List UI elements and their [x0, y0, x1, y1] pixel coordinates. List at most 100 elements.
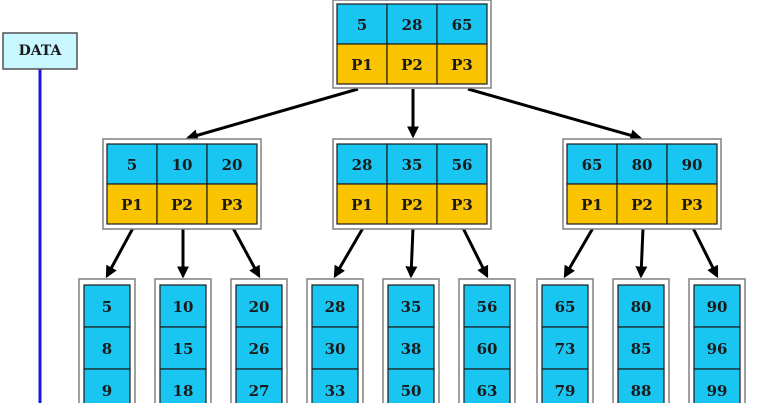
leaf-key-cell	[387, 326, 435, 370]
leaf-key-cell	[463, 326, 511, 370]
leaf-key-cell	[541, 284, 589, 328]
leaf-key-value: 38	[401, 340, 422, 358]
leaf-key-value: 27	[249, 382, 270, 400]
leaf-key-cell	[235, 368, 283, 403]
leaf-key-value: 18	[173, 382, 194, 400]
pointer-arrow	[185, 87, 359, 142]
leaf-key-cell	[617, 368, 665, 403]
key-cell	[566, 143, 618, 185]
key-value: 90	[682, 156, 703, 174]
pointer-cell	[436, 183, 488, 225]
pointer-cell	[666, 183, 718, 225]
pointer-arrow	[333, 227, 365, 279]
leaf-key-value: 35	[401, 298, 422, 316]
leaf-key-value: 20	[249, 298, 270, 316]
pointer-label: P2	[171, 196, 193, 214]
leaf-key-cell	[387, 368, 435, 403]
leaf-key-value: 5	[102, 298, 112, 316]
leaf-key-cell	[159, 326, 207, 370]
pointer-label: P2	[401, 196, 423, 214]
key-value: 28	[352, 156, 373, 174]
data-box	[2, 32, 78, 70]
data-label: DATA	[19, 43, 63, 59]
key-value: 65	[582, 156, 603, 174]
leaf-key-value: 96	[707, 340, 728, 358]
pointer-cell	[436, 43, 488, 85]
pointer-label: P1	[351, 196, 373, 214]
edges-layer	[105, 87, 719, 279]
leaf-key-cell	[463, 368, 511, 403]
leaf-key-cell	[693, 368, 741, 403]
data-marker: DATA	[2, 32, 78, 403]
key-cell	[206, 143, 258, 185]
leaf-key-value: 56	[477, 298, 498, 316]
key-value: 80	[632, 156, 653, 174]
key-value: 5	[357, 16, 367, 34]
key-cell	[666, 143, 718, 185]
pointer-cell	[336, 43, 388, 85]
pointer-arrow	[563, 227, 595, 279]
leaf-node-6: 56 60 63	[458, 278, 516, 403]
leaf-key-value: 10	[173, 298, 194, 316]
pointer-arrow	[635, 227, 648, 279]
leaf-key-value: 99	[707, 382, 728, 400]
leaf-key-cell	[235, 326, 283, 370]
leaf-key-value: 90	[707, 298, 728, 316]
key-value: 20	[222, 156, 243, 174]
leaf-key-value: 85	[631, 340, 652, 358]
pointer-label: P1	[581, 196, 603, 214]
leaf-key-value: 63	[477, 382, 498, 400]
pointer-cell	[206, 183, 258, 225]
leaf-key-value: 65	[555, 298, 576, 316]
pointer-arrow	[105, 227, 135, 279]
leaf-key-cell	[541, 326, 589, 370]
leaf-key-cell	[159, 284, 207, 328]
pointer-arrow	[231, 227, 261, 279]
leaf-key-value: 8	[102, 340, 112, 358]
pointer-cell	[386, 183, 438, 225]
pointer-arrow	[467, 87, 643, 142]
key-cell	[156, 143, 208, 185]
pointer-label: P3	[451, 56, 473, 74]
leaf-key-value: 50	[401, 382, 422, 400]
key-cell	[336, 143, 388, 185]
pointer-label: P1	[121, 196, 143, 214]
pointer-arrow	[691, 227, 719, 279]
pointer-label: P2	[401, 56, 423, 74]
pointer-label: P3	[681, 196, 703, 214]
leaf-key-cell	[159, 368, 207, 403]
key-value: 5	[127, 156, 137, 174]
leaf-key-value: 88	[631, 382, 652, 400]
key-cell	[436, 3, 488, 45]
leaf-key-cell	[387, 284, 435, 328]
leaf-key-cell	[617, 326, 665, 370]
leaf-key-value: 28	[325, 298, 346, 316]
key-value: 10	[172, 156, 193, 174]
leaf-key-cell	[83, 326, 131, 370]
leaf-key-value: 60	[477, 340, 498, 358]
leaf-node-9: 90 96 99	[688, 278, 746, 403]
key-value: 28	[402, 16, 423, 34]
pointer-cell	[336, 183, 388, 225]
leaf-key-cell	[311, 284, 359, 328]
pointer-cell	[156, 183, 208, 225]
key-value: 56	[452, 156, 473, 174]
leaf-key-value: 9	[102, 382, 112, 400]
pointer-arrow	[461, 227, 489, 279]
pointer-label: P3	[451, 196, 473, 214]
pointer-arrow	[405, 227, 418, 279]
leaf-key-cell	[83, 284, 131, 328]
leaf-key-cell	[541, 368, 589, 403]
leaf-key-cell	[83, 368, 131, 403]
leaf-key-value: 15	[173, 340, 194, 358]
nodes-layer: 5P128P265P35P110P220P328P135P256P365P180…	[78, 0, 746, 403]
